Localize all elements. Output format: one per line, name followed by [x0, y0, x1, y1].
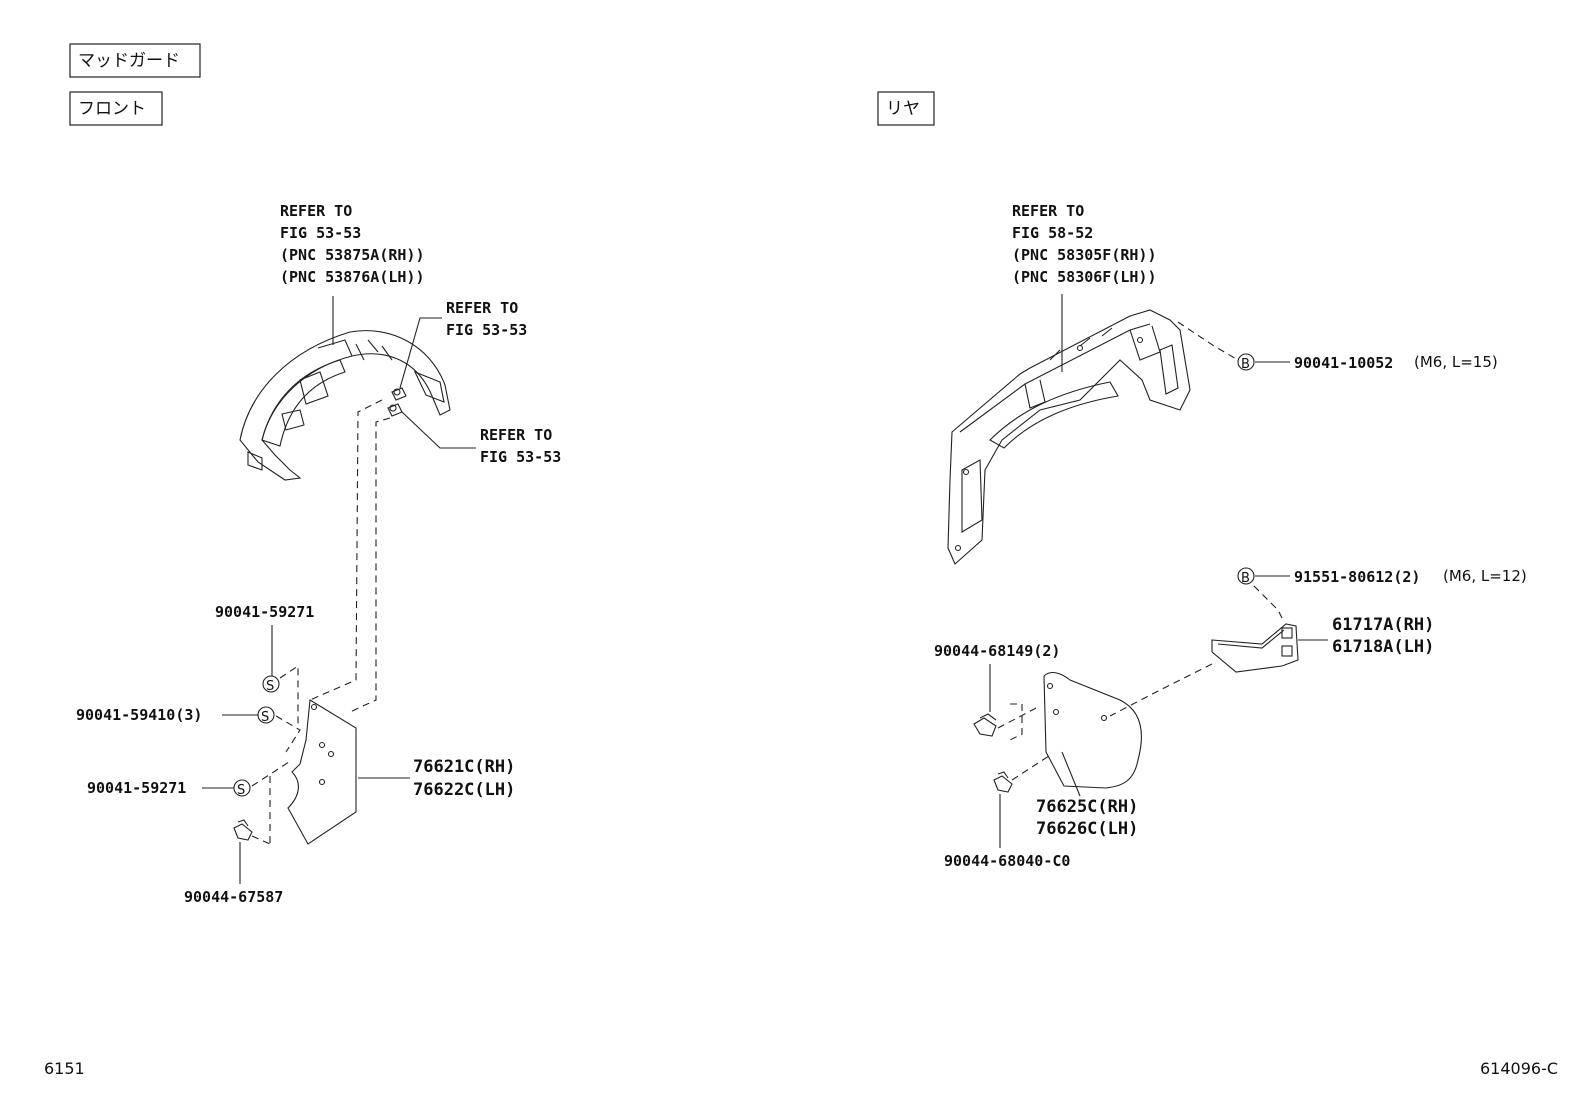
front-mudguard-rh: 76621C(RH) — [413, 757, 515, 777]
rear-bracket-lh: 61718A(LH) — [1332, 637, 1434, 657]
rear-clip-lower-label: 90044-68040-C0 — [944, 852, 1070, 870]
rear-refer-panel-text: REFER TO FIG 58-52 (PNC 58305F(RH)) (PNC… — [1012, 202, 1166, 286]
front-refer-clip-upper-text: REFER TO FIG 53-53 — [446, 299, 527, 339]
rear-bolt-b2-symbol: B — [1237, 567, 1255, 586]
front-clip-upper — [391, 387, 407, 401]
rear-mudguard-lh: 76626C(LH) — [1036, 819, 1138, 839]
front-screw-bottom-symbol: S — [233, 779, 251, 798]
front-refer-liner-line3: (PNC 53875A(RH)) — [280, 246, 425, 264]
front-refer-liner-line2: FIG 53-53 — [280, 224, 361, 242]
front-refer-clip-lower-line2: FIG 53-53 — [480, 448, 561, 466]
front-clip-lower — [387, 403, 403, 417]
front-refer-liner-text: REFER TO FIG 53-53 (PNC 53875A(RH)) (PNC… — [280, 202, 434, 286]
front-screw-top-s: S — [266, 679, 274, 694]
front-refer-clip-lower-line1: REFER TO — [480, 426, 552, 444]
rear-refer-panel-line3: (PNC 58305F(RH)) — [1012, 246, 1157, 264]
front-mudguard-lh: 76622C(LH) — [413, 780, 515, 800]
rear-clip-upper-label: 90044-68149(2) — [934, 642, 1060, 660]
front-screw-bottom-s: S — [237, 783, 245, 798]
front-refer-clip-lower-text: REFER TO FIG 53-53 — [480, 426, 561, 466]
front-refer-liner-line1: REFER TO — [280, 202, 352, 220]
front-refer-clip-upper-line2: FIG 53-53 — [446, 321, 527, 339]
rear-bracket-rh: 61717A(RH) — [1332, 615, 1434, 635]
rear-quarter-panel-drawing — [947, 309, 1191, 565]
fender-liner-drawing — [239, 330, 451, 481]
rear-mudguard-plate — [1043, 671, 1142, 789]
header-rear-label: リヤ — [886, 99, 920, 119]
header-mudguard-label: マッドガード — [78, 51, 180, 71]
front-screw-mid-symbol: S — [257, 706, 275, 725]
front-refer-liner-line4: (PNC 53876A(LH)) — [280, 268, 425, 286]
rear-bolt-b2-b: B — [1241, 571, 1250, 586]
rear-bolt-b1-symbol: B — [1237, 353, 1255, 372]
front-refer-clip-upper-line1: REFER TO — [446, 299, 518, 317]
rear-bolt-b2-label: 91551-80612(2) — [1294, 568, 1420, 586]
rear-refer-panel-line4: (PNC 58306F(LH)) — [1012, 268, 1157, 286]
rear-clip-upper — [973, 713, 997, 737]
rear-bolt-b2-spec: (M6, L=12) — [1443, 567, 1527, 585]
rear-clip-lower — [993, 771, 1013, 793]
rear-mudguard-rh: 76625C(RH) — [1036, 797, 1138, 817]
rear-bracket-drawing — [1211, 623, 1299, 673]
front-clip-bottom — [233, 819, 253, 841]
footer-right-code: 614096-C — [1480, 1059, 1558, 1078]
front-screw-mid-s: S — [261, 710, 269, 725]
header-mudguard: マッドガード — [69, 43, 201, 78]
header-rear: リヤ — [877, 91, 935, 126]
footer-left-code: 6151 — [44, 1059, 85, 1078]
front-screw-mid-label: 90041-59410(3) — [76, 706, 202, 724]
rear-refer-panel-line1: REFER TO — [1012, 202, 1084, 220]
front-screw-bottom-label: 90041-59271 — [87, 779, 186, 797]
header-front: フロント — [69, 91, 163, 126]
rear-bolt-b1-spec: (M6, L=15) — [1414, 353, 1498, 371]
front-screw-top-symbol: S — [262, 675, 280, 694]
rear-refer-panel-line2: FIG 58-52 — [1012, 224, 1093, 242]
front-clip-bottom-label: 90044-67587 — [184, 888, 283, 906]
rear-bolt-b1-b: B — [1241, 357, 1250, 372]
header-front-label: フロント — [78, 99, 146, 119]
front-screw-top-label: 90041-59271 — [215, 603, 314, 621]
front-mudguard-plate — [287, 699, 357, 845]
rear-bolt-b1-label: 90041-10052 — [1294, 354, 1393, 372]
